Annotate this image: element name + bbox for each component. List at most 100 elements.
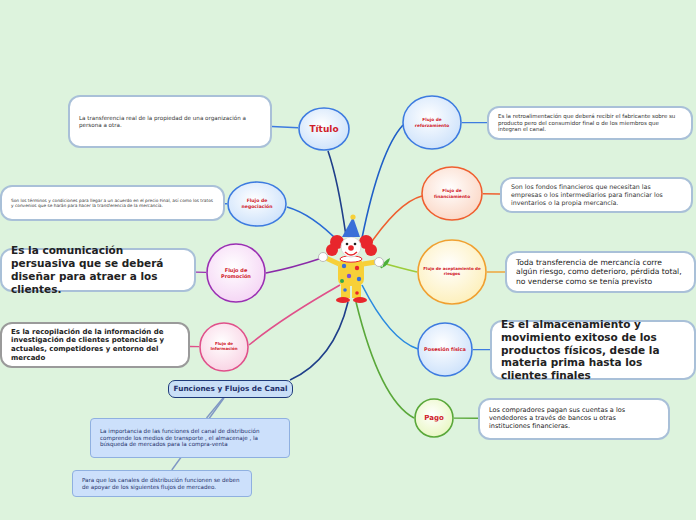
ellipse-shape: [207, 244, 265, 302]
description-box: Es la comunicación persuasiva que se deb…: [0, 248, 196, 292]
clown-pompom: [350, 214, 355, 219]
leader-line: [266, 258, 322, 273]
description-text: Son los fondos financieros que necesitan…: [511, 183, 682, 206]
connector-line: [487, 271, 505, 272]
text-holder: Para que los canales de distribución fun…: [73, 471, 251, 496]
clown-hair: [326, 244, 338, 256]
connector-line: [483, 193, 500, 195]
text-holder: Es el almacenamiento y movimiento exitos…: [492, 322, 694, 378]
topic-label: Funciones y Flujos de Canal: [173, 385, 288, 394]
text-holder: Flujo de financiamiento: [421, 166, 483, 221]
connector-line: [207, 398, 224, 418]
leader-line: [362, 125, 403, 238]
topic-ellipse: Flujo de Información: [199, 322, 249, 372]
topic-ellipse: Pago: [414, 398, 454, 438]
leader-line: [366, 196, 422, 250]
text-holder: Flujo de Promoción: [206, 243, 266, 303]
clown-dot: [343, 288, 347, 292]
topic-label: Flujo de aceptamiento de riesgos: [422, 267, 482, 277]
clown-illustration: [319, 214, 384, 303]
clown-dot: [342, 264, 346, 268]
description-box: Para que los canales de distribución fun…: [72, 470, 252, 497]
description-box: Son los términos y condiciones para lleg…: [0, 185, 225, 221]
clown-arm: [326, 258, 339, 264]
text-holder: Flujo de negociación: [227, 181, 287, 227]
text-holder: La transferencia real de la propiedad de…: [70, 97, 270, 146]
text-holder: Es la comunicación persuasiva que se deb…: [2, 250, 194, 290]
description-box: Es la retroalimentación que deberá recib…: [487, 106, 693, 140]
topic-ellipse: Título: [298, 107, 350, 151]
clown-mouth: [345, 252, 357, 255]
clown-shoe: [336, 297, 350, 303]
description-text: Es la comunicación persuasiva que se deb…: [11, 244, 185, 295]
topic-label: Flujo de Información: [204, 342, 244, 352]
leader-line: [249, 285, 340, 345]
topic-label: Flujo de negociación: [232, 198, 282, 209]
clown-dot: [355, 266, 359, 270]
description-box: Es el almacenamiento y movimiento exitos…: [490, 320, 696, 380]
clown-nose: [348, 245, 354, 251]
clown-eye: [346, 243, 349, 246]
clown-hair: [365, 244, 377, 256]
leader-line: [290, 302, 348, 380]
ellipse-shape: [403, 96, 461, 149]
leader-line: [356, 302, 414, 418]
connector-line: [190, 346, 199, 348]
text-holder: Flujo de aceptamiento de riesgos: [417, 239, 487, 305]
central-topic-box: Funciones y Flujos de Canal: [168, 380, 293, 398]
ellipse-shape: [299, 108, 349, 150]
ellipse-shape: [228, 182, 286, 226]
ellipse-shape: [200, 323, 248, 371]
description-box: Los compradores pagan sus cuentas a los …: [478, 398, 670, 440]
description-text: Es la retroalimentación que deberá recib…: [498, 113, 682, 133]
topic-label: Flujo de Promoción: [211, 267, 261, 279]
description-text: La importancia de las funciones del cana…: [100, 428, 280, 448]
text-holder: Es la retroalimentación que deberá recib…: [489, 108, 691, 138]
topic-ellipse: Flujo de reforzamiento: [402, 95, 462, 150]
connector-line: [272, 126, 298, 127]
text-holder: Flujo de reforzamiento: [402, 95, 462, 150]
topic-ellipse: Flujo de negociación: [227, 181, 287, 227]
text-holder: Los compradores pagan sus cuentas a los …: [480, 400, 668, 438]
text-holder: Título: [298, 107, 350, 151]
text-holder: La importancia de las funciones del cana…: [91, 419, 289, 457]
description-text: La transferencia real de la propiedad de…: [79, 115, 261, 129]
topic-ellipse: Posesión física: [417, 322, 473, 377]
leader-line: [328, 151, 346, 236]
connector-line: [225, 203, 227, 204]
text-holder: Es la recopilación de la información de …: [2, 324, 188, 366]
connector-line: [196, 271, 206, 273]
text-holder: Pago: [414, 398, 454, 438]
ellipse-shape: [418, 323, 472, 376]
clown-dot: [357, 277, 361, 281]
description-text: Son los términos y condiciones para lleg…: [11, 198, 214, 208]
leader-line: [362, 285, 418, 349]
text-holder: Son los fondos financieros que necesitan…: [502, 179, 691, 211]
description-box: Toda transferencia de mercancía corre al…: [505, 251, 696, 293]
clown-body: [338, 259, 364, 286]
text-holder: Posesión física: [417, 322, 473, 377]
clown-glove: [319, 253, 328, 262]
connector-line: [473, 349, 490, 350]
ellipse-shape: [422, 167, 482, 220]
text-holder: Son los términos y condiciones para lleg…: [2, 187, 223, 219]
topic-label: Posesión física: [422, 346, 468, 352]
description-box: Es la recopilación de la información de …: [0, 322, 190, 368]
topic-ellipse: Flujo de aceptamiento de riesgos: [417, 239, 487, 305]
clown-glove: [375, 258, 384, 267]
description-text: Los compradores pagan sus cuentas a los …: [489, 407, 659, 431]
description-box: La transferencia real de la propiedad de…: [68, 95, 272, 148]
description-text: Es el almacenamiento y movimiento exitos…: [501, 318, 685, 382]
ellipse-shape: [418, 240, 486, 304]
connector-line: [462, 122, 487, 123]
text-holder: Funciones y Flujos de Canal: [169, 381, 292, 397]
topic-ellipse: Flujo de Promoción: [206, 243, 266, 303]
ellipse-shape: [415, 399, 453, 437]
clown-eye: [354, 243, 357, 246]
topic-label: Título: [303, 124, 345, 135]
topic-label: Flujo de financiamiento: [426, 188, 478, 198]
description-text: Es la recopilación de la información de …: [11, 328, 179, 362]
description-box: Son los fondos financieros que necesitan…: [500, 177, 693, 213]
clown-dot: [340, 279, 344, 283]
